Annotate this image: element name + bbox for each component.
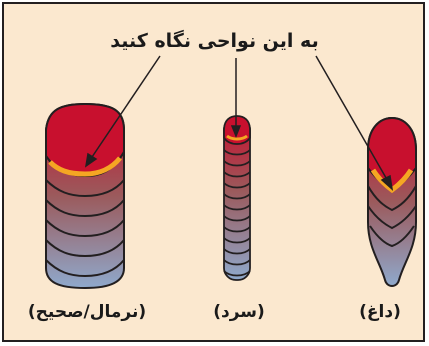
label-normal: (نرمال/صحیح)	[12, 302, 162, 322]
label-hot: (داغ)	[337, 302, 423, 322]
label-cold: (سرد)	[189, 302, 289, 322]
normal-weld-bead	[46, 104, 124, 288]
instruction-text: به این نواحی نگاه کنید	[0, 30, 429, 52]
cold-weld-bead	[224, 116, 250, 280]
hot-weld-bead	[368, 118, 416, 286]
